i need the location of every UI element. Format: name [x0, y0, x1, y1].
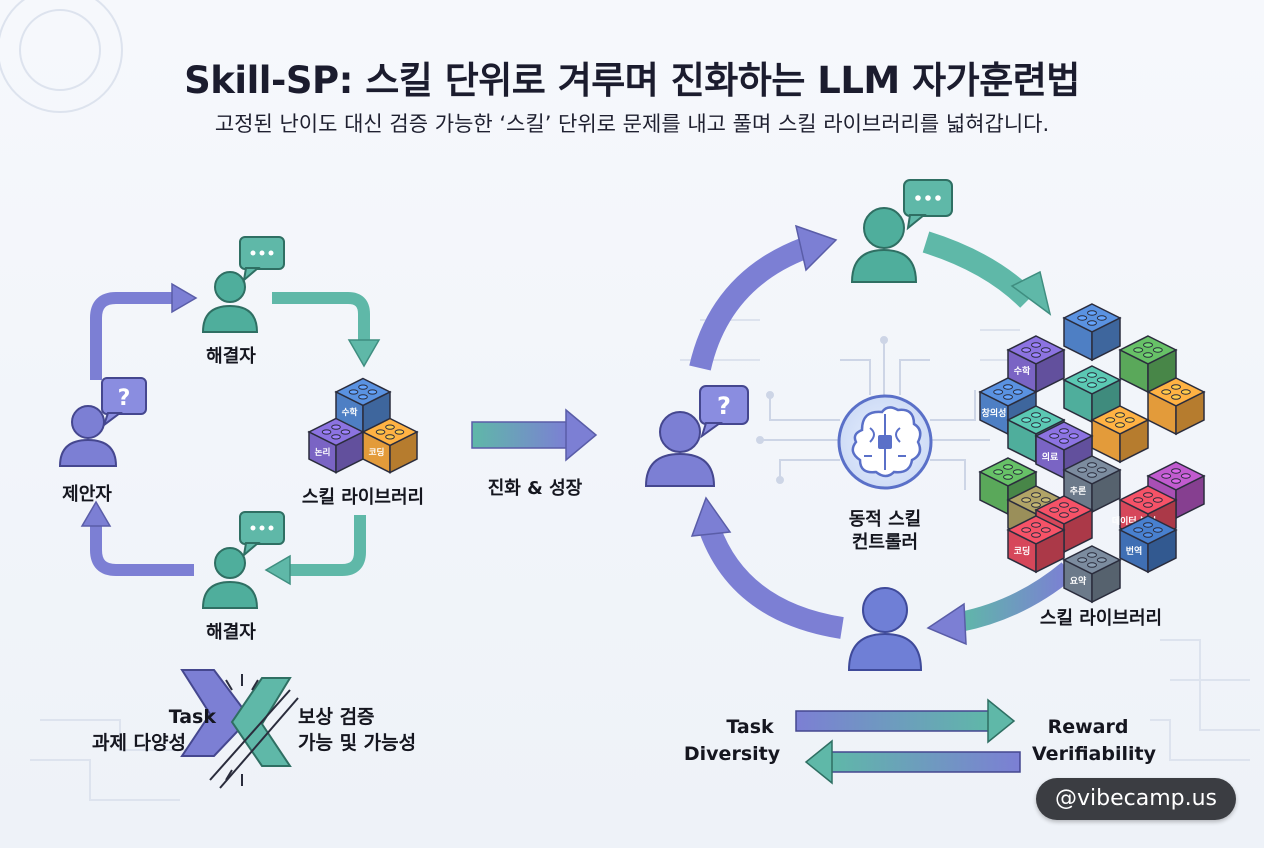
- page-subtitle: 고정된 난이도 대신 검증 가능한 ‘스킬’ 단위로 문제를 내고 풀며 스킬 …: [214, 112, 1050, 136]
- skill-block-label: 요약: [1070, 575, 1087, 587]
- arrow-icon: [272, 292, 370, 340]
- arrow-icon: [689, 237, 810, 371]
- skill-block: [1146, 377, 1206, 436]
- skill-library-left-label: 스킬 라이브러리: [301, 487, 425, 508]
- skill-block: 번역: [1118, 515, 1178, 574]
- skill-block: [978, 457, 1038, 516]
- solver-person-icon: [847, 587, 923, 671]
- arrow-icon: [926, 602, 967, 646]
- skill-block-label: 추론: [1070, 485, 1086, 497]
- chat-bubble-icon: [903, 179, 953, 231]
- skill-block-label: 창의성: [982, 407, 1007, 419]
- tradeoff-left-reward-line2: 가능 및 가능성: [298, 732, 417, 754]
- skill-block: 추론: [1062, 455, 1122, 514]
- arrow-icon: [922, 231, 1036, 308]
- solver-top-label: 해결자: [206, 346, 256, 367]
- tradeoff-right-task-line2: Diversity: [683, 743, 781, 765]
- question-bubble-icon: ?: [101, 377, 147, 428]
- arrow-icon: [794, 224, 838, 272]
- arrow-icon: [264, 554, 291, 586]
- skill-block-label: 의료: [1042, 451, 1058, 463]
- proposer-person-icon: [644, 411, 716, 487]
- tradeoff-arrows-icon: [795, 698, 1021, 785]
- arrow-icon: [347, 339, 381, 368]
- evolution-arrow-icon: [471, 408, 598, 462]
- arrow-icon: [90, 292, 172, 380]
- solver-person-icon: [201, 271, 259, 333]
- evolution-label: 진화 & 성장: [487, 478, 583, 499]
- tradeoff-clash-icon: [180, 669, 299, 789]
- arrow-icon: [290, 515, 366, 576]
- circuit-decoration-icon: [0, 0, 1260, 801]
- proposer-person-icon: [58, 405, 118, 467]
- brain-icon: [837, 394, 933, 490]
- controller-label-line1: 동적 스킬: [848, 509, 922, 530]
- skill-block: 요약: [1062, 545, 1122, 604]
- controller-label-line2: 컨트롤러: [851, 532, 919, 553]
- tradeoff-right-reward-line1: Reward: [1047, 716, 1129, 738]
- arrow-icon: [1010, 270, 1052, 316]
- tradeoff-right-task-line1: Task: [726, 716, 774, 738]
- question-bubble-icon: ?: [699, 385, 749, 439]
- arrow-icon: [957, 562, 1075, 632]
- circuit-trace-icon: [756, 336, 990, 490]
- skill-block-label: 코딩: [1014, 545, 1030, 557]
- skill-block-label: 코딩: [369, 446, 385, 458]
- arrow-icon: [699, 525, 844, 639]
- tradeoff-left-task-line2: 과제 다양성: [91, 732, 186, 754]
- skill-block-label: 번역: [1126, 545, 1142, 557]
- arrow-icon: [80, 500, 112, 527]
- skill-block-label: 수학: [342, 406, 358, 418]
- skill-block: 수학: [1006, 335, 1066, 394]
- svg-text:?: ?: [118, 386, 131, 411]
- chat-bubble-icon: [239, 236, 285, 283]
- skill-library-right-label: 스킬 라이브러리: [1039, 608, 1163, 629]
- tradeoff-right-reward-line2: Verifiability: [1032, 743, 1156, 765]
- skill-block: [1062, 303, 1122, 362]
- arrow-icon: [690, 496, 732, 537]
- skill-block: [1090, 405, 1150, 464]
- page-title: Skill-SP: 스킬 단위로 겨루며 진화하는 LLM 자가훈련법: [184, 59, 1080, 102]
- arrow-icon: [171, 282, 198, 314]
- svg-text:?: ?: [717, 392, 731, 420]
- tradeoff-left-task-line1: Task: [168, 706, 216, 728]
- proposer-label: 제안자: [62, 484, 112, 505]
- skill-block-logic: 논리: [307, 417, 365, 474]
- arrow-icon: [90, 526, 194, 576]
- skill-block-coding: 코딩: [361, 417, 419, 474]
- solver-person-icon: [201, 547, 259, 609]
- skill-block-label: 수학: [1014, 365, 1031, 377]
- solver-bottom-label: 해결자: [206, 622, 256, 643]
- watermark-badge[interactable]: @vibecamp.us: [1036, 778, 1236, 820]
- tradeoff-left-reward-line1: 보상 검증: [298, 706, 375, 728]
- skill-block-label: 논리: [315, 446, 331, 458]
- skill-block: 코딩: [1006, 515, 1066, 574]
- chat-bubble-icon: [239, 511, 285, 558]
- solver-person-icon: [850, 207, 918, 283]
